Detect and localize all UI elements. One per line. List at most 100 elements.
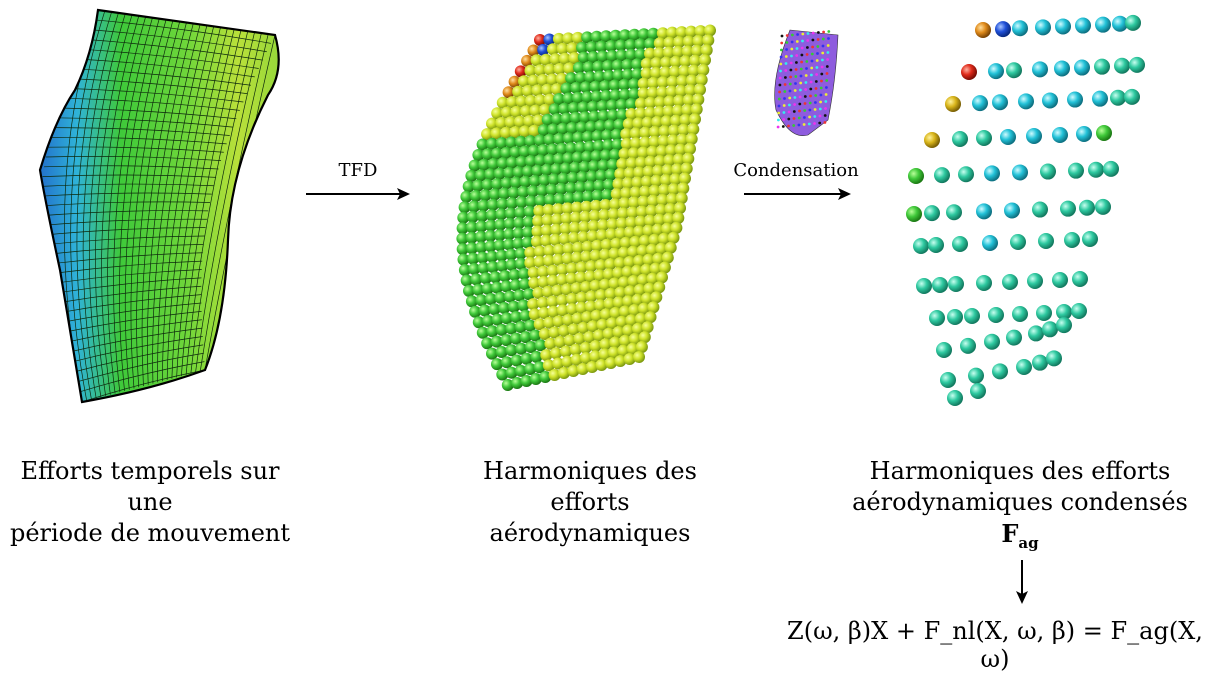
harmonic-sphere — [665, 85, 678, 98]
harmonic-sphere — [524, 64, 537, 77]
condensed-sphere — [984, 333, 1000, 350]
harmonic-sphere — [524, 246, 537, 259]
equation: Z(ω, β)X + F_nl(X, ω, β) = F_ag(X, ω) — [787, 617, 1203, 673]
harmonic-sphere — [552, 203, 565, 216]
harmonic-sphere — [555, 72, 568, 85]
harmonic-sphere — [637, 77, 650, 90]
harmonic-sphere — [542, 204, 555, 217]
harmonic-sphere — [588, 110, 601, 123]
condensed-sphere — [1124, 88, 1140, 105]
harmonic-sphere — [536, 296, 549, 309]
caption-right-line2-wrap: aérodynamiques condensés Fag — [830, 487, 1210, 559]
harmonic-sphere — [510, 354, 523, 367]
condensed-sphere — [968, 367, 984, 384]
harmonic-sphere — [552, 315, 565, 328]
harmonic-sphere — [647, 27, 660, 40]
condensed-sphere — [1004, 202, 1020, 219]
harmonic-sphere — [644, 106, 657, 119]
harmonic-sphere — [579, 341, 592, 354]
harmonic-sphere — [601, 189, 614, 201]
harmonic-sphere — [503, 290, 516, 303]
harmonic-sphere — [651, 116, 664, 128]
condensed-sphere — [916, 278, 932, 294]
harmonic-sphere — [537, 144, 550, 157]
harmonic-sphere — [569, 161, 582, 174]
harmonic-sphere — [587, 220, 600, 233]
harmonic-sphere — [692, 93, 705, 106]
harmonic-sphere — [612, 178, 625, 191]
harmonic-sphere — [617, 207, 630, 220]
harmonic-sphere — [521, 54, 534, 67]
harmonic-sphere — [571, 151, 584, 164]
harmonic-sphere — [482, 315, 495, 327]
harmonic-sphere — [622, 177, 634, 190]
condensed-sphere — [995, 21, 1011, 38]
harmonic-sphere — [581, 240, 594, 253]
harmonic-sphere — [510, 105, 523, 118]
condensed-sphere — [1088, 161, 1104, 178]
harmonic-sphere — [682, 152, 695, 165]
harmonic-sphere — [543, 244, 556, 257]
harmonic-sphere — [504, 116, 517, 129]
harmonic-sphere — [646, 145, 659, 158]
harmonic-sphere — [599, 248, 612, 261]
harmonic-sphere — [648, 135, 661, 148]
harmonic-sphere — [644, 155, 657, 168]
harmonic-sphere — [486, 250, 499, 263]
harmonic-sphere — [588, 160, 600, 173]
symbol-sub: ag — [1018, 533, 1039, 552]
harmonic-sphere — [510, 311, 523, 323]
harmonic-sphere — [566, 171, 579, 184]
harmonic-sphere — [656, 86, 669, 99]
harmonic-sphere — [596, 100, 609, 113]
condensed-sphere — [1002, 274, 1018, 290]
harmonic-sphere — [639, 126, 652, 139]
harmonic-sphere — [522, 165, 534, 178]
harmonic-sphere — [570, 211, 582, 224]
harmonic-sphere — [617, 344, 630, 357]
harmonic-sphere — [498, 187, 511, 200]
tfd-arrow — [306, 188, 410, 200]
condensed-sphere — [1110, 89, 1126, 106]
harmonic-sphere — [642, 224, 655, 237]
harmonic-sphere — [493, 229, 506, 242]
harmonic-sphere — [481, 148, 494, 161]
harmonic-sphere — [532, 287, 545, 299]
harmonic-sphere — [531, 235, 543, 248]
harmonic-sphere — [521, 85, 534, 97]
harmonic-sphere — [560, 112, 573, 125]
harmonic-sphere — [484, 293, 497, 305]
harmonic-sphere — [548, 173, 560, 186]
condensed-sphere — [1060, 200, 1076, 217]
harmonic-sphere — [495, 137, 508, 150]
harmonic-sphere — [648, 233, 661, 246]
condensed-sphere — [1000, 129, 1016, 145]
harmonic-sphere — [468, 200, 481, 213]
harmonic-sphere — [625, 157, 638, 170]
harmonic-sphere — [659, 66, 672, 79]
harmonic-sphere — [577, 51, 590, 64]
harmonic-sphere — [554, 336, 567, 348]
harmonic-sphere — [691, 44, 704, 57]
harmonic-sphere — [496, 157, 509, 170]
harmonic-sphere — [506, 96, 519, 109]
condensed-sphere — [1068, 162, 1084, 179]
condensed-spheres — [906, 14, 1145, 406]
harmonic-sphere — [603, 178, 615, 191]
harmonic-sphere — [661, 222, 674, 235]
harmonic-sphere — [633, 283, 646, 296]
harmonic-sphere — [614, 286, 627, 299]
harmonic-sphere — [558, 324, 571, 337]
harmonic-sphere — [527, 44, 540, 57]
harmonic-sphere — [495, 117, 508, 129]
harmonic-sphere — [600, 308, 612, 321]
harmonic-sphere — [575, 301, 588, 314]
harmonic-sphere — [684, 84, 697, 97]
harmonic-sphere — [694, 25, 707, 38]
harmonic-sphere — [615, 98, 628, 111]
harmonic-sphere — [490, 335, 503, 348]
harmonic-sphere — [589, 80, 602, 93]
harmonic-sphere — [680, 162, 693, 175]
harmonic-sphere — [631, 58, 644, 71]
harmonic-sphere — [556, 42, 569, 55]
